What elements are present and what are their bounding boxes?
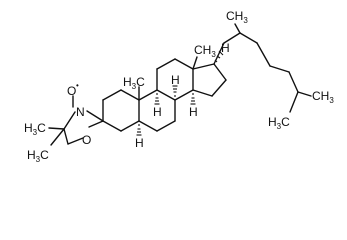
ring-oxygen: O	[82, 133, 91, 147]
c20-methyl-label: CH3	[226, 9, 248, 25]
ring-c	[156, 58, 194, 101]
oxazolidine-methyl-b-label: H3C	[27, 148, 49, 164]
isopropyl-methyl-label: CH3	[312, 89, 334, 105]
h-c14-label: H	[189, 105, 198, 119]
h-c9-label: H	[153, 105, 162, 119]
nitrogen-atom: N	[76, 105, 85, 119]
oxazolidine-ring	[48, 95, 104, 146]
stereo-hashes	[136, 50, 224, 136]
c10-methyl-label: H3C	[123, 75, 145, 91]
angular-methyls	[138, 56, 198, 101]
structure-diagram: O • N O H3C CH3 CH3 CH3 H3C H3C H3C H H …	[24, 9, 334, 164]
ring-b	[138, 89, 176, 132]
radical-oxygen: O	[67, 84, 76, 98]
oxazolidine-methyl-a-label: H3C	[24, 121, 46, 137]
h-c8-label: H	[171, 73, 180, 87]
h-c5-label: H	[135, 136, 144, 150]
c13-methyl-label: CH3	[194, 43, 216, 59]
ring-d	[192, 63, 227, 97]
ring-a	[102, 89, 140, 132]
h-c17-label: H	[221, 41, 230, 55]
radical-dot: •	[76, 81, 79, 90]
side-chain	[213, 32, 312, 113]
terminal-methyl-label: H3C	[268, 115, 290, 131]
